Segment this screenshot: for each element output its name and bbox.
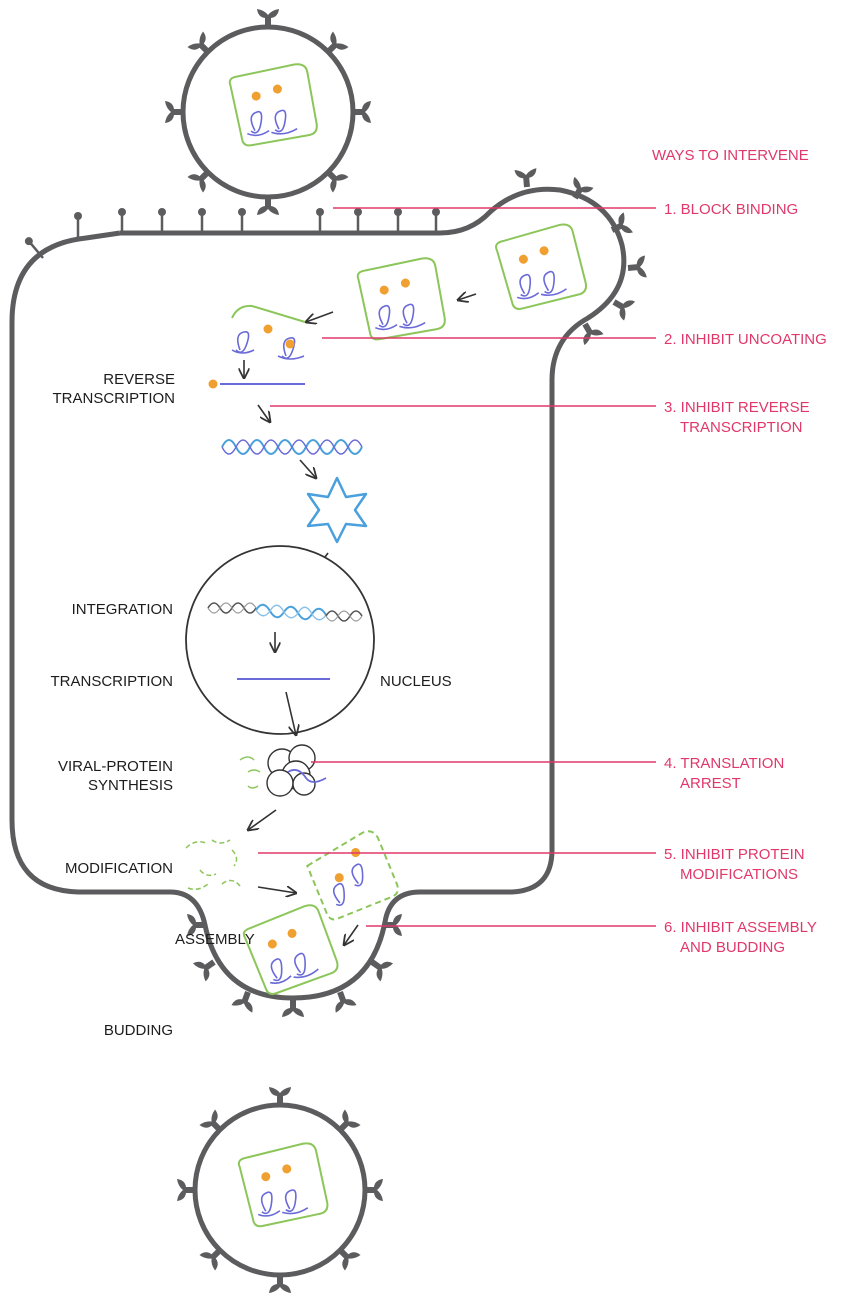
circular-viral-dna: [306, 476, 368, 544]
intervention-3-line-2: TRANSCRIPTION: [680, 419, 803, 436]
budding-core: [240, 900, 342, 999]
intervention-5-line-1: 5. INHIBIT PROTEIN: [664, 846, 805, 863]
protein-fragments: [185, 839, 241, 891]
core-entering: [493, 221, 590, 313]
label-integration: INTEGRATION: [72, 601, 173, 618]
intervention-4-line-1: 4. TRANSLATION: [664, 755, 784, 772]
free-virion-bottom: [177, 1087, 383, 1293]
intervention-4-line-2: ARREST: [680, 775, 741, 792]
label-transcription: TRANSCRIPTION: [50, 673, 173, 690]
label-reverse-transcription-1: REVERSE: [103, 371, 175, 388]
core-inside: [355, 255, 448, 343]
interventions-heading: WAYS TO INTERVENE: [652, 147, 809, 164]
label-nucleus: NUCLEUS: [380, 673, 452, 690]
free-virion-top: [165, 9, 371, 215]
reverse-transcriptase-enzyme: [208, 379, 218, 389]
label-budding: BUDDING: [104, 1022, 173, 1039]
label-viral-protein-synthesis-2: SYNTHESIS: [88, 777, 173, 794]
label-viral-protein-synthesis-1: VIRAL-PROTEIN: [58, 758, 173, 775]
integrated-dna: [207, 602, 363, 622]
intervention-2-line-1: 2. INHIBIT UNCOATING: [664, 331, 827, 348]
uncoating-core: [231, 304, 306, 360]
nucleus: [185, 545, 375, 735]
intervention-3-line-1: 3. INHIBIT REVERSE: [664, 399, 810, 416]
label-assembly: ASSEMBLY: [175, 931, 255, 948]
viral-dna-helix: [221, 439, 363, 455]
intervention-6-line-2: AND BUDDING: [680, 939, 785, 956]
label-modification: MODIFICATION: [65, 860, 173, 877]
intervention-connectors: [258, 207, 656, 927]
ribosome: [239, 744, 327, 797]
intervention-6-line-1: 6. INHIBIT ASSEMBLY: [664, 919, 817, 936]
intervention-5-line-2: MODIFICATIONS: [680, 866, 798, 883]
label-reverse-transcription-2: TRANSCRIPTION: [52, 390, 175, 407]
intervention-1-line-1: 1. BLOCK BINDING: [664, 201, 798, 218]
